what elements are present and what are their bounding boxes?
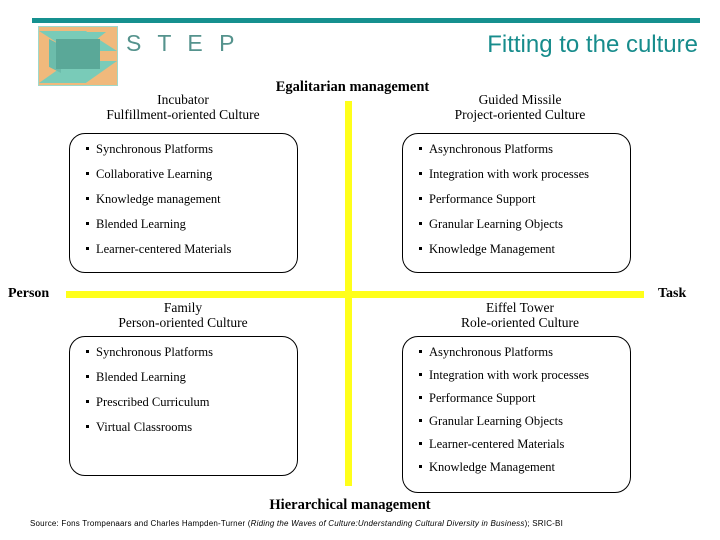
list-item-label: Synchronous Platforms bbox=[96, 345, 214, 359]
list-item: Virtual Classrooms bbox=[70, 420, 297, 434]
bullet-icon bbox=[86, 222, 89, 225]
header-rule bbox=[32, 18, 700, 23]
list-item-label: Granular Learning Objects bbox=[429, 414, 563, 428]
list-item-label: Learner-centered Materials bbox=[429, 437, 565, 451]
bullet-icon bbox=[86, 147, 89, 150]
axis-label-task: Task bbox=[658, 286, 687, 301]
list-item-label: Integration with work processes bbox=[429, 167, 590, 181]
list-item-label: Asynchronous Platforms bbox=[429, 345, 553, 359]
bullet-icon bbox=[419, 147, 422, 150]
quadrant-culture: Role-oriented Culture bbox=[460, 315, 580, 330]
quadrant-name: Guided Missile bbox=[478, 92, 562, 107]
list-item-label: Knowledge Management bbox=[429, 242, 556, 256]
bullet-icon bbox=[419, 396, 422, 399]
source-title: Riding the Waves of Culture:Understandin… bbox=[250, 519, 525, 528]
quadrant-heading-eiffel-tower: Eiffel Tower Role-oriented Culture bbox=[395, 300, 645, 330]
list-item: Knowledge Management bbox=[403, 242, 630, 256]
list-item-label: Asynchronous Platforms bbox=[429, 142, 553, 156]
list-item: Synchronous Platforms bbox=[70, 345, 297, 359]
bullet-icon bbox=[86, 375, 89, 378]
quadrant-heading-family: Family Person-oriented Culture bbox=[58, 300, 308, 330]
axis-label-person: Person bbox=[8, 286, 50, 301]
list-item-label: Virtual Classrooms bbox=[96, 420, 193, 434]
list-item: Learner-centered Materials bbox=[70, 242, 297, 256]
quadrant-culture: Project-oriented Culture bbox=[454, 107, 586, 122]
bullet-icon bbox=[86, 425, 89, 428]
bullet-icon bbox=[419, 465, 422, 468]
bullet-icon bbox=[419, 247, 422, 250]
quadrant-heading-guided-missile: Guided Missile Project-oriented Culture bbox=[395, 92, 645, 122]
axis-label-hierarchical-management: Hierarchical management bbox=[269, 497, 431, 513]
source-citation: Source: Fons Trompenaars and Charles Ham… bbox=[30, 519, 563, 528]
bullet-icon bbox=[86, 247, 89, 250]
brand-wordmark: S T E P bbox=[126, 30, 240, 56]
list-item: Performance Support bbox=[403, 391, 630, 405]
list-item-label: Knowledge Management bbox=[429, 460, 556, 474]
list-item-label: Learner-centered Materials bbox=[96, 242, 232, 256]
quadrant-name: Incubator bbox=[157, 92, 209, 107]
axis-label-egalitarian-management: Egalitarian management bbox=[275, 79, 430, 95]
bullet-icon bbox=[419, 350, 422, 353]
list-item: Knowledge Management bbox=[403, 460, 630, 474]
page-title: Fitting to the culture bbox=[487, 31, 698, 58]
list-item: Integration with work processes bbox=[403, 368, 630, 382]
logo-box-front-face bbox=[56, 39, 100, 69]
list-item-label: Blended Learning bbox=[96, 370, 186, 384]
quadrant-culture: Fulfillment-oriented Culture bbox=[106, 107, 260, 122]
list-item: Blended Learning bbox=[70, 370, 297, 384]
list-item: Granular Learning Objects bbox=[403, 217, 630, 231]
list-item-label: Synchronous Platforms bbox=[96, 142, 214, 156]
quadrant-name: Eiffel Tower bbox=[486, 300, 554, 315]
list-item-label: Integration with work processes bbox=[429, 368, 590, 382]
list-item-label: Blended Learning bbox=[96, 217, 186, 231]
list-item-label: Knowledge management bbox=[96, 192, 221, 206]
list-item: Blended Learning bbox=[70, 217, 297, 231]
bullet-icon bbox=[419, 222, 422, 225]
list-item: Learner-centered Materials bbox=[403, 437, 630, 451]
list-item: Integration with work processes bbox=[403, 167, 630, 181]
quadrant-culture: Person-oriented Culture bbox=[118, 315, 248, 330]
bullet-icon bbox=[419, 442, 422, 445]
list-item: Performance Support bbox=[403, 192, 630, 206]
quadrant-heading-incubator: Incubator Fulfillment-oriented Culture bbox=[58, 92, 308, 122]
list-item: Knowledge management bbox=[70, 192, 297, 206]
list-item: Collaborative Learning bbox=[70, 167, 297, 181]
list-item: Asynchronous Platforms bbox=[403, 345, 630, 359]
list-item-label: Performance Support bbox=[429, 192, 536, 206]
list-item-label: Collaborative Learning bbox=[96, 167, 213, 181]
bullet-icon bbox=[86, 172, 89, 175]
list-item-label: Granular Learning Objects bbox=[429, 217, 563, 231]
list-item: Prescribed Curriculum bbox=[70, 395, 297, 409]
list-item-label: Performance Support bbox=[429, 391, 536, 405]
horizontal-axis-line bbox=[66, 291, 644, 298]
bullet-icon bbox=[419, 172, 422, 175]
step-3d-box-logo-icon bbox=[38, 26, 118, 86]
bullet-icon bbox=[86, 400, 89, 403]
quadrant-name: Family bbox=[163, 300, 203, 315]
source-prefix: Source: Fons Trompenaars and Charles Ham… bbox=[30, 519, 251, 528]
list-item: Asynchronous Platforms bbox=[403, 142, 630, 156]
source-suffix: ); SRIC-BI bbox=[524, 519, 564, 528]
list-item-label: Prescribed Curriculum bbox=[96, 395, 210, 409]
bullet-icon bbox=[86, 197, 89, 200]
bullet-icon bbox=[419, 419, 422, 422]
list-item: Granular Learning Objects bbox=[403, 414, 630, 428]
bullet-icon bbox=[419, 373, 422, 376]
bullet-icon bbox=[419, 197, 422, 200]
list-item: Synchronous Platforms bbox=[70, 142, 297, 156]
bullet-icon bbox=[86, 350, 89, 353]
